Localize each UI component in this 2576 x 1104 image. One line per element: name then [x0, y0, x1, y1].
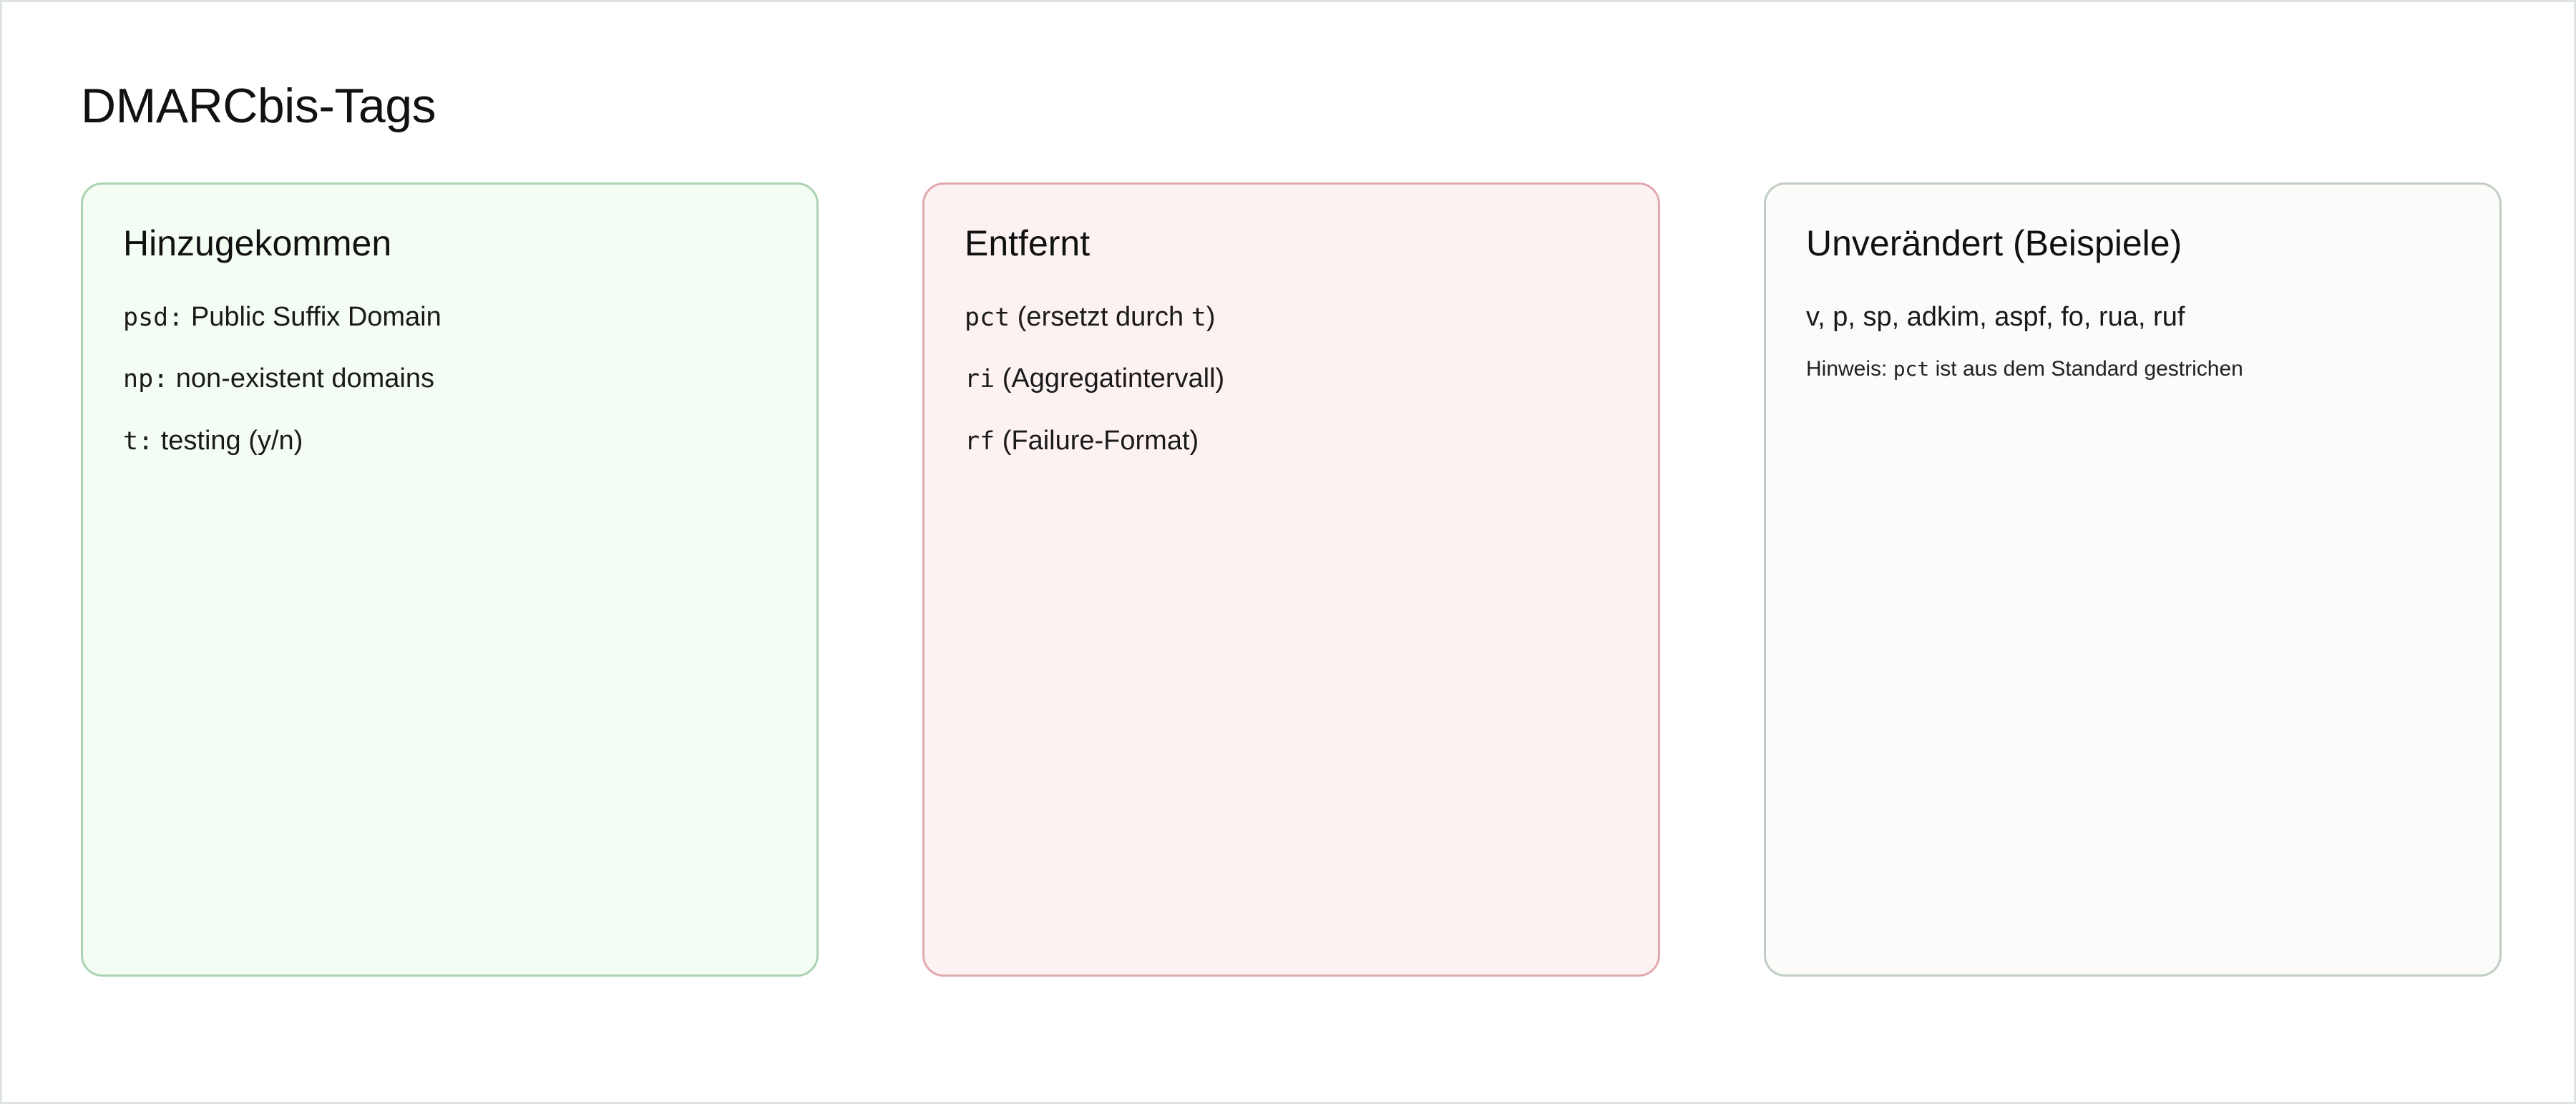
note-suffix: ist aus dem Standard gestrichen	[1929, 357, 2243, 381]
note-prefix: Hinweis:	[1806, 357, 1893, 381]
list-item: ri (Aggregatintervall)	[965, 363, 1618, 394]
list-item: psd: Public Suffix Domain	[123, 302, 776, 333]
list-item: rf (Failure-Format)	[965, 426, 1618, 456]
list-item: v, p, sp, adkim, aspf, fo, rua, ruf	[1806, 302, 2459, 333]
card-added-list: psd: Public Suffix Domain np: non-existe…	[123, 302, 776, 456]
cards-row: Hinzugekommen psd: Public Suffix Domain …	[81, 182, 2502, 977]
list-item-text: (Aggregatintervall)	[995, 363, 1225, 394]
card-added: Hinzugekommen psd: Public Suffix Domain …	[81, 182, 819, 977]
tag-token: t:	[123, 426, 154, 456]
list-item-text: (Failure-Format)	[995, 425, 1199, 456]
list-item-text: testing (y/n)	[153, 425, 303, 456]
tag-token: ri	[965, 365, 995, 394]
tag-token-secondary: t	[1191, 303, 1206, 332]
tag-token: psd:	[123, 303, 184, 332]
list-item-text-tail: )	[1206, 301, 1216, 332]
list-item-text: Public Suffix Domain	[183, 301, 441, 332]
card-removed-list: pct (ersetzt durch t) ri (Aggregatinterv…	[965, 302, 1618, 456]
card-unchanged: Unverändert (Beispiele) v, p, sp, adkim,…	[1764, 182, 2502, 977]
tag-token: np:	[123, 365, 169, 394]
page-title: DMARCbis-Tags	[81, 78, 436, 133]
list-item-text: v, p, sp, adkim, aspf, fo, rua, ruf	[1806, 301, 2185, 332]
tag-token: pct	[1893, 357, 1930, 381]
card-unchanged-list: v, p, sp, adkim, aspf, fo, rua, ruf	[1806, 302, 2459, 333]
tag-token: rf	[965, 426, 995, 456]
card-unchanged-title: Unverändert (Beispiele)	[1806, 223, 2182, 263]
list-item: pct (ersetzt durch t)	[965, 302, 1618, 333]
list-item: t: testing (y/n)	[123, 426, 776, 456]
list-item: np: non-existent domains	[123, 363, 776, 394]
list-item-text: (ersetzt durch	[1010, 301, 1191, 332]
card-added-title: Hinzugekommen	[123, 223, 392, 263]
card-removed: Entfernt pct (ersetzt durch t) ri (Aggre…	[922, 182, 1660, 977]
card-removed-title: Entfernt	[965, 223, 1091, 263]
list-item-text: non-existent domains	[168, 363, 434, 394]
tag-token: pct	[965, 303, 1010, 332]
card-unchanged-note: Hinweis: pct ist aus dem Standard gestri…	[1806, 356, 2459, 382]
